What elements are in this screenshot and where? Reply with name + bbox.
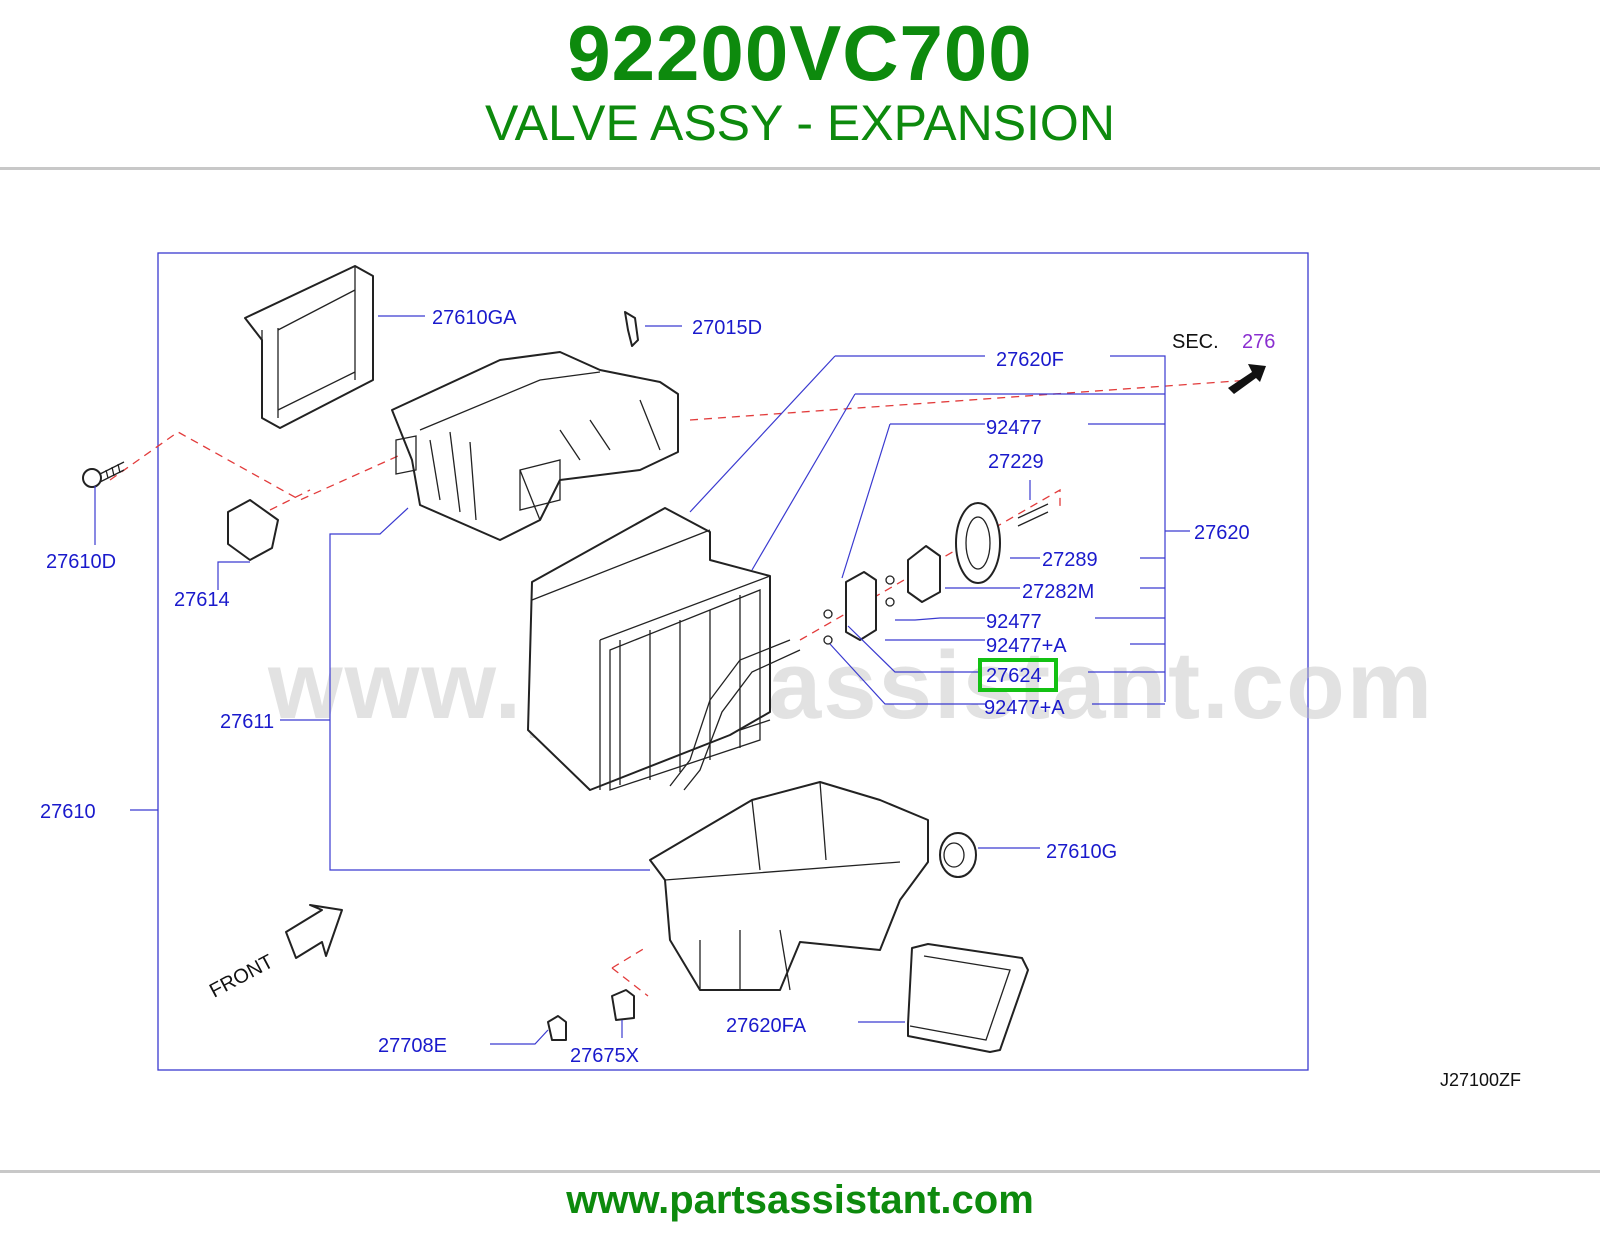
leader-lines — [94, 315, 1190, 1045]
evaporator-core-drawing — [527, 507, 771, 791]
watermark-text: www.partsassistant.com — [267, 632, 1434, 739]
callout-labels: 27610GA 27015D 27620F 92477 27229 27620 … — [40, 307, 1250, 1067]
filter-frame-bottom — [907, 943, 1029, 1053]
footer-divider — [0, 1170, 1600, 1173]
bracket-drawing — [227, 499, 279, 561]
section-arrow-icon — [1228, 364, 1266, 394]
callout-27675X[interactable]: 27675X — [570, 1045, 639, 1067]
part-description: VALVE ASSY - EXPANSION — [485, 95, 1115, 151]
callout-92477-lower[interactable]: 92477 — [986, 611, 1042, 633]
callout-27620FA[interactable]: 27620FA — [726, 1015, 807, 1037]
part-number-title: 92200VC700 — [567, 9, 1033, 97]
clip-part-drawing — [624, 311, 639, 347]
refrigerant-pipes-drawing — [669, 639, 801, 791]
clip-27708e-drawing — [547, 1015, 567, 1041]
callout-27620[interactable]: 27620 — [1194, 522, 1250, 544]
front-label: FRONT — [206, 951, 277, 1003]
callout-27289[interactable]: 27289 — [1042, 549, 1098, 571]
callout-27624[interactable]: 27624 — [986, 665, 1042, 687]
screw-drawing — [82, 461, 125, 488]
header-divider — [0, 167, 1600, 170]
front-arrow-icon — [285, 904, 343, 959]
callout-27614[interactable]: 27614 — [174, 589, 230, 611]
assembly-dash-lines — [109, 379, 1251, 997]
callout-27610D[interactable]: 27610D — [46, 551, 116, 573]
callout-27610GA[interactable]: 27610GA — [432, 307, 517, 329]
diagram-frame — [157, 252, 1309, 1071]
callout-27611[interactable]: 27611 — [220, 711, 274, 733]
callout-92477A-lower[interactable]: 92477+A — [984, 697, 1065, 719]
callout-27708E[interactable]: 27708E — [378, 1035, 447, 1057]
filter-frame-top — [244, 265, 374, 429]
callout-27610[interactable]: 27610 — [40, 801, 96, 823]
grommet-drawing — [955, 502, 1001, 584]
section-ref-prefix: SEC. — [1172, 331, 1219, 353]
callout-27229[interactable]: 27229 — [988, 451, 1044, 473]
diagram-code: J27100ZF — [1440, 1070, 1521, 1090]
drain-grommet-drawing — [939, 832, 977, 878]
bolt-drawing — [1017, 503, 1049, 527]
expansion-valve-drawing — [823, 571, 895, 645]
callout-27282M[interactable]: 27282M — [1022, 581, 1094, 603]
section-ref-number: 276 — [1242, 331, 1275, 353]
lower-case-drawing — [649, 781, 929, 991]
callout-27015D[interactable]: 27015D — [692, 317, 762, 339]
callout-92477A-upper[interactable]: 92477+A — [986, 635, 1067, 657]
upper-case-drawing — [391, 351, 679, 541]
clip-27675x-drawing — [611, 989, 635, 1021]
highlighted-part-box — [978, 658, 1058, 692]
footer-url-link[interactable]: www.partsassistant.com — [566, 1178, 1034, 1222]
callout-27620F[interactable]: 27620F — [996, 349, 1064, 371]
callout-27610G[interactable]: 27610G — [1046, 841, 1117, 863]
callout-92477-upper[interactable]: 92477 — [986, 417, 1042, 439]
insulator-drawing — [907, 545, 941, 603]
